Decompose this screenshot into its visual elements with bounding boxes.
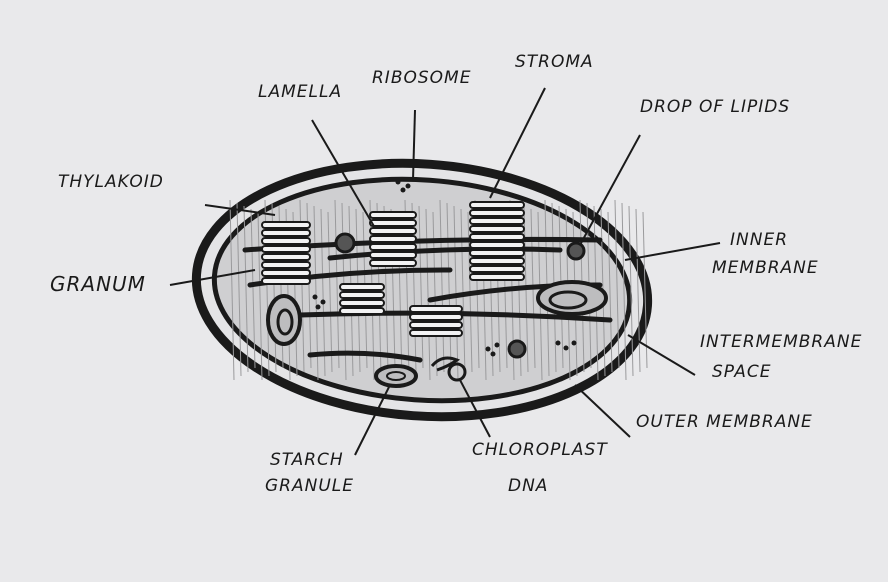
hatch-line (334, 199, 340, 369)
lipid-drop (334, 232, 356, 254)
thylakoid (409, 321, 463, 329)
leader-outer (574, 384, 631, 438)
thylakoid (261, 277, 311, 285)
label-drop-of-lipids: DROP OF LIPIDS (640, 97, 791, 117)
label-stroma: STROMA (515, 52, 594, 72)
hatch-line (243, 205, 249, 373)
thylakoid (369, 211, 417, 219)
organelles (266, 179, 608, 388)
label-intermembrane-1: INTERMEMBRANE (700, 332, 863, 352)
granum (469, 201, 525, 281)
thylakoid (369, 235, 417, 243)
grana (261, 201, 525, 337)
thylakoid (261, 253, 311, 261)
thylakoid (369, 227, 417, 235)
label-dna-2: DNA (508, 476, 549, 496)
leader-lines (169, 87, 721, 456)
thylakoid (469, 241, 525, 249)
label-inner-membrane-2: MEMBRANE (712, 258, 819, 278)
leader-thylakoid (204, 204, 276, 216)
hatch-line (446, 202, 452, 369)
hatch-line (320, 208, 326, 377)
label-thylakoid: THYLAKOID (58, 172, 164, 192)
lamella (307, 350, 423, 363)
hatch-line (327, 211, 333, 373)
thylakoid (469, 233, 525, 241)
leader-starch (354, 384, 391, 456)
label-ribosome: RIBOSOME (372, 68, 472, 88)
chloroplast-dna (447, 362, 467, 382)
thylakoid (369, 243, 417, 251)
leader-ribosome (412, 109, 416, 181)
thylakoid (369, 259, 417, 267)
thylakoid (339, 299, 385, 307)
lamella (327, 246, 563, 261)
thylakoid (261, 221, 311, 229)
leader-dna (459, 379, 491, 438)
hatch-line (439, 199, 445, 373)
thylakoid (261, 245, 311, 253)
leader-stroma (489, 87, 546, 199)
label-dna-1: CHLOROPLAST (472, 440, 608, 460)
leader-inner (624, 242, 721, 261)
granum (261, 221, 311, 285)
hatch-line (453, 205, 459, 381)
leader-lipids (579, 134, 641, 246)
leader-granum (169, 269, 256, 286)
label-starch-1: STARCH (270, 450, 344, 470)
leader-lamella (311, 119, 376, 229)
thylakoid (469, 201, 525, 209)
hatch-line (635, 208, 641, 373)
hatch-line (607, 211, 613, 373)
label-outer-membrane: OUTER MEMBRANE (636, 412, 813, 432)
hatch-line (236, 202, 242, 377)
label-inner-membrane-1: INNER (730, 230, 789, 250)
thylakoid (369, 251, 417, 259)
hatch-line (257, 211, 263, 381)
thylakoid (469, 217, 525, 225)
granum (409, 305, 463, 337)
granum (369, 211, 417, 267)
hatch-line (425, 208, 431, 381)
hatch-line (313, 205, 319, 381)
hatch-line (229, 199, 235, 381)
hatch-line (628, 205, 634, 377)
thylakoid (261, 229, 311, 237)
thylakoid (409, 313, 463, 321)
thylakoid (261, 269, 311, 277)
thylakoid (339, 291, 385, 299)
label-starch-2: GRANULE (265, 476, 354, 496)
thylakoid (469, 209, 525, 217)
hatch-line (642, 211, 648, 369)
lipid-drop (507, 339, 527, 359)
starch-granule (374, 364, 418, 388)
hatch-line (621, 202, 627, 381)
label-intermembrane-2: SPACE (712, 362, 772, 382)
thylakoid (469, 257, 525, 265)
thylakoid (469, 249, 525, 257)
thylakoid (409, 305, 463, 313)
thylakoid (369, 219, 417, 227)
hatch-line (418, 205, 424, 369)
thylakoid (339, 283, 385, 291)
thylakoid (261, 261, 311, 269)
label-granum: GRANUM (50, 272, 146, 296)
thylakoid (469, 265, 525, 273)
thylakoid (469, 273, 525, 281)
leader-intermembrane (627, 334, 696, 376)
thylakoid (339, 307, 385, 315)
granum (339, 283, 385, 315)
starch-granule (266, 294, 302, 346)
label-lamella: LAMELLA (258, 82, 343, 102)
lipid-drop (566, 241, 586, 261)
thylakoid (469, 225, 525, 233)
hatch-line (614, 199, 620, 369)
thylakoid (409, 329, 463, 337)
inner-membrane (211, 176, 633, 404)
thylakoid (261, 237, 311, 245)
hatch-line (250, 208, 256, 369)
ribosomes (312, 179, 577, 357)
